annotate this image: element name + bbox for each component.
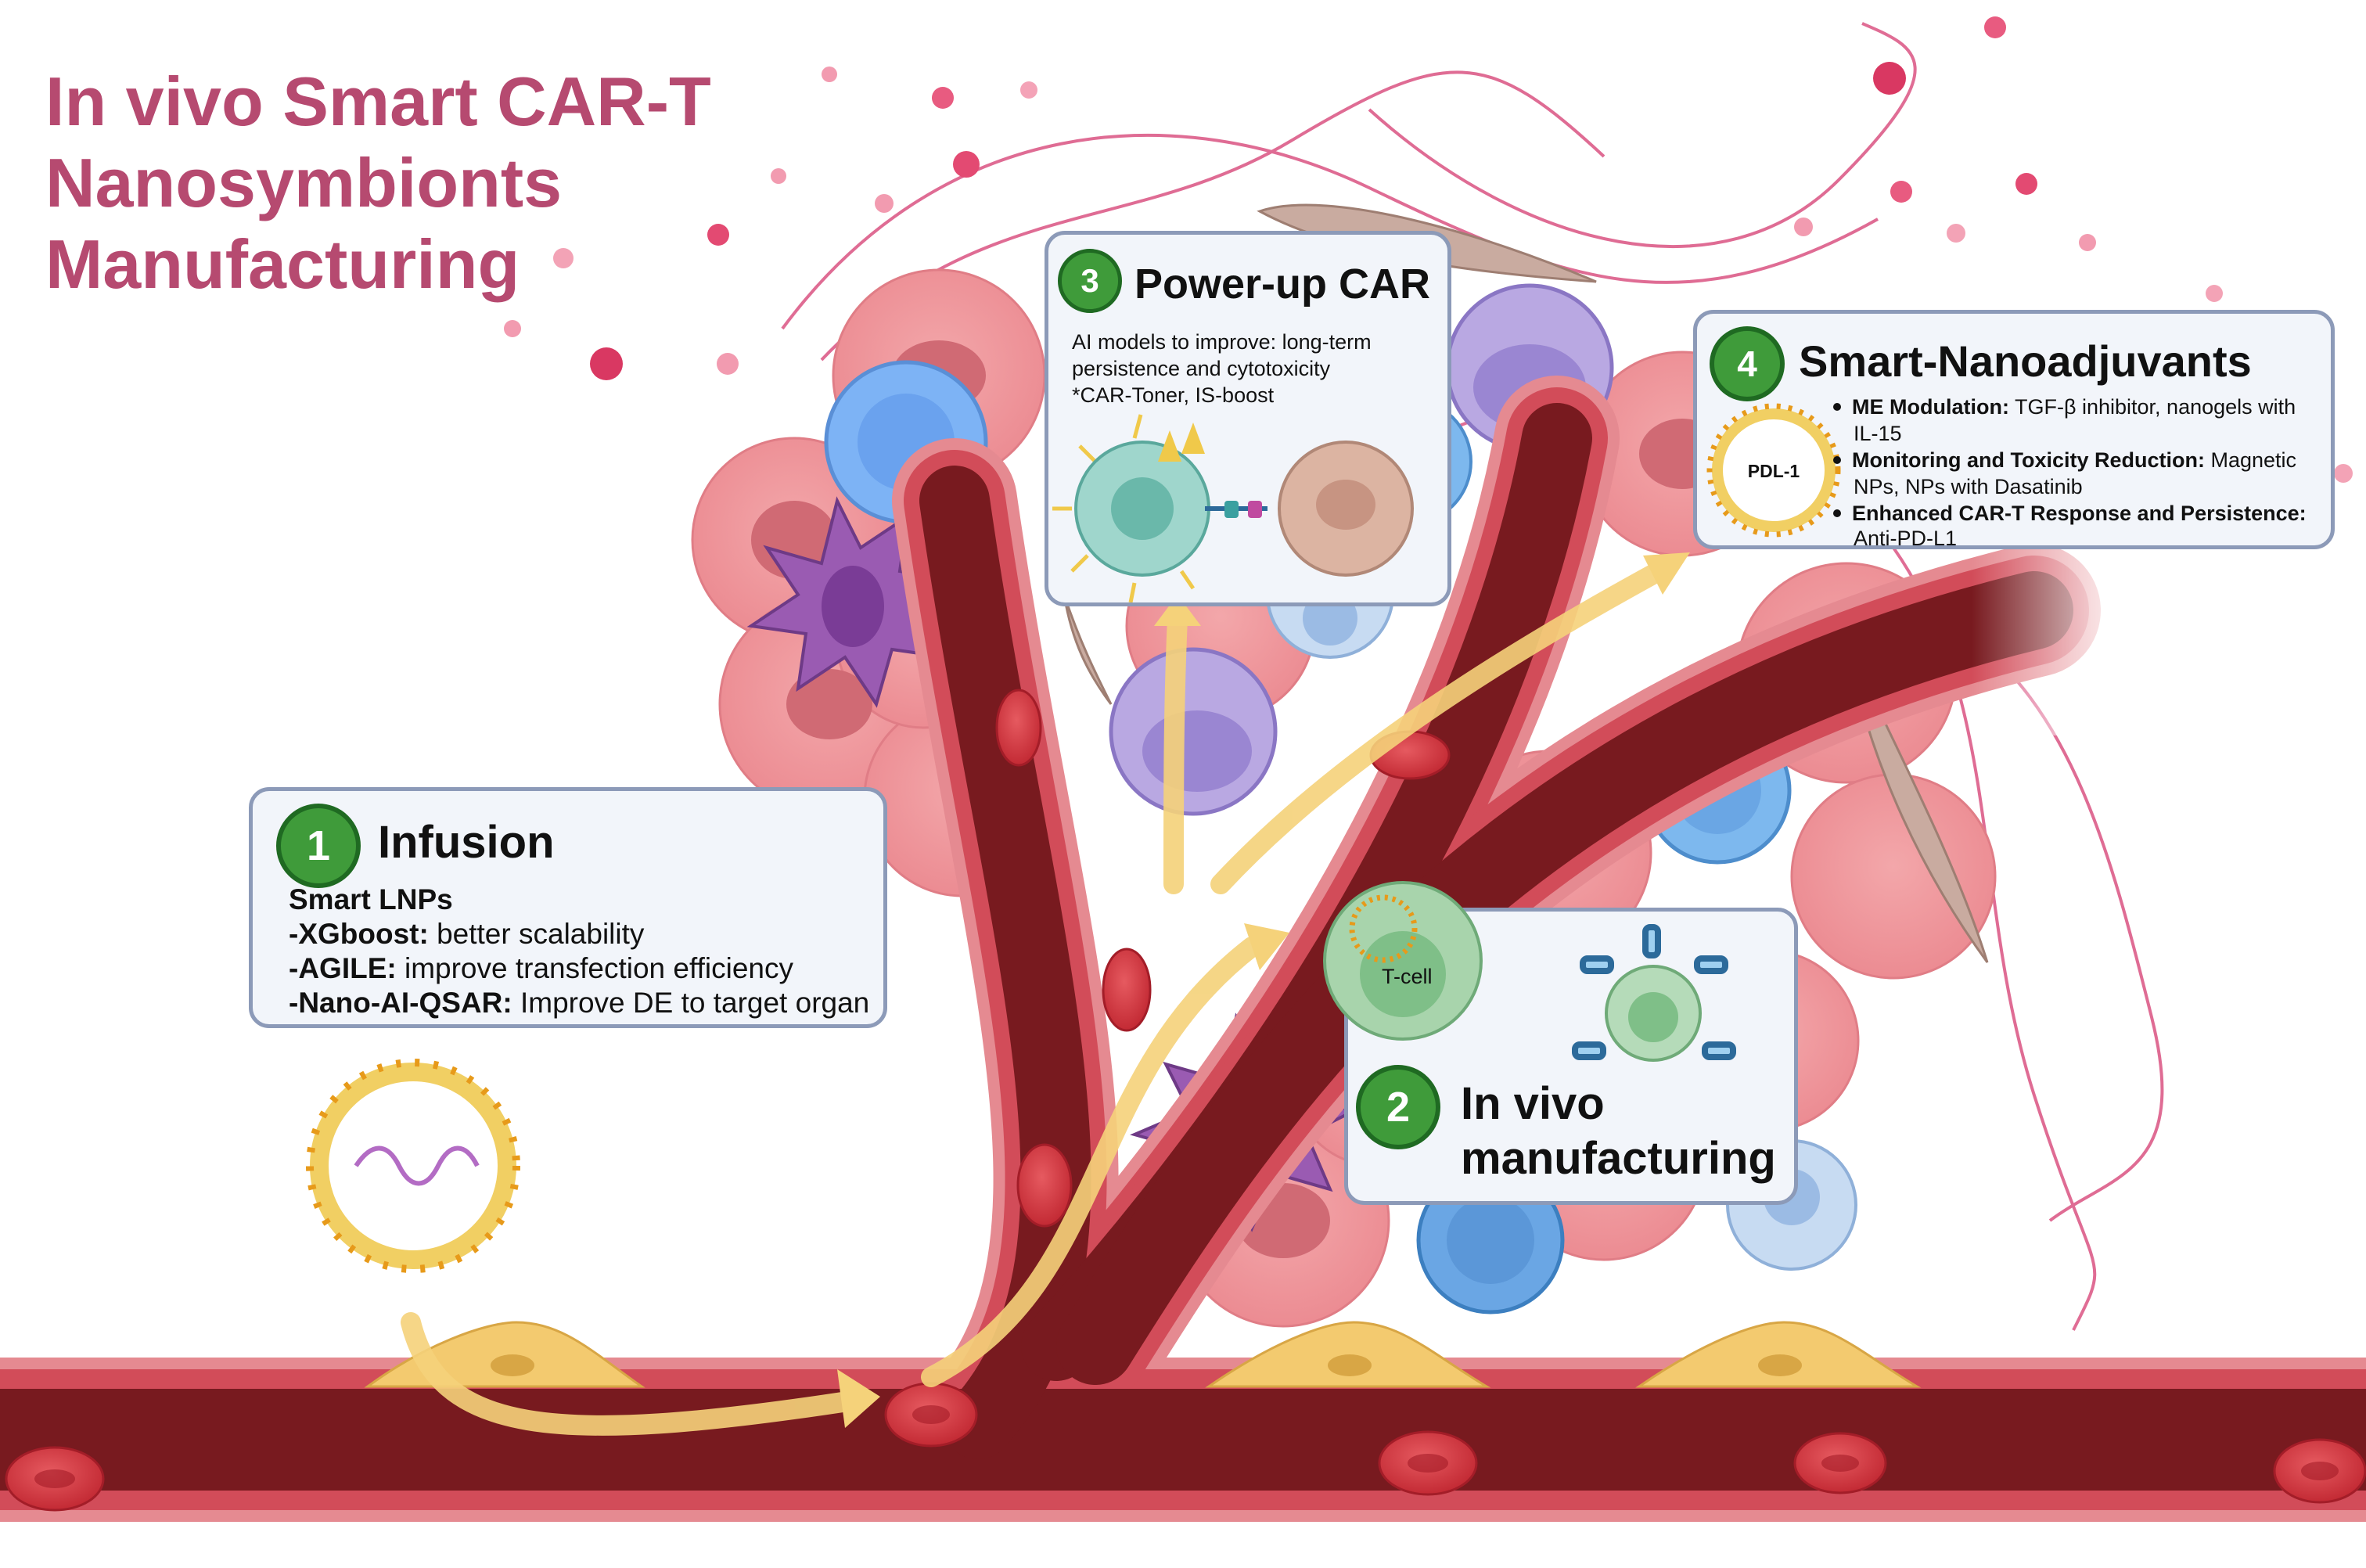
pdl1-label: PDL-1 — [1747, 461, 1800, 481]
list-item: Monitoring and Toxicity Reduction: Magne… — [1833, 448, 2296, 473]
t-cell-with-lnp: T-cell — [1322, 880, 1483, 1041]
title-line-3: Manufacturing — [45, 225, 520, 303]
step-number-badge: 2 — [1356, 1065, 1440, 1149]
list-item: Enhanced CAR-T Response and Persistence: — [1833, 502, 2307, 526]
endothelial-cells — [364, 1321, 1922, 1388]
page-title: In vivo Smart CAR-T Nanosymbionts Manufa… — [45, 61, 711, 305]
step-power-up-box: 3 Power-up CAR AI models to improve: lon… — [1045, 231, 1451, 606]
step-manufacturing-box: 2 In vivo manufacturing — [1344, 908, 1798, 1205]
step-text: *CAR-Toner, IS-boost — [1072, 383, 1275, 407]
car-t-killing-tumor-illustration — [1052, 414, 1414, 602]
step-text: persistence and cytotoxicity — [1072, 357, 1331, 380]
step-title-line-1: In vivo — [1461, 1078, 1605, 1129]
arrow-heads — [837, 552, 1690, 1428]
step-title: Smart-Nanoadjuvants — [1799, 336, 2252, 386]
list-item: ME Modulation: TGF-β inhibitor, nanogels… — [1833, 395, 2296, 419]
step-number-badge: 4 — [1710, 326, 1785, 401]
flow-arrows — [401, 561, 1669, 1436]
list-item-continued: IL-15 — [1854, 422, 1902, 445]
step-text: AI models to improve: long-term — [1072, 330, 1372, 354]
endothelial-nuclei — [491, 1354, 1802, 1376]
list-item-continued: Anti-PD-L1 — [1854, 527, 1958, 550]
title-line-2: Nanosymbionts — [45, 144, 563, 221]
pdl1-nanoparticle — [1706, 403, 1841, 538]
step-number-badge: 3 — [1058, 249, 1122, 313]
list-item: -XGboost: better scalability — [289, 918, 645, 950]
t-cell-label: T-cell — [1382, 965, 1433, 988]
step-number-badge: 1 — [276, 804, 361, 888]
step-nanoadjuvants-box: 4 Smart-Nanoadjuvants PDL-1 ME Modulatio… — [1693, 310, 2335, 550]
list-item: -Nano-AI-QSAR: Improve DE to target orga… — [289, 987, 870, 1019]
step-infusion-box: 1 Infusion Smart LNPs -XGboost: better s… — [249, 787, 887, 1028]
list-item-continued: NPs, NPs with Dasatinib — [1854, 475, 2083, 498]
lipid-nanoparticle — [306, 1059, 520, 1273]
step-title-line-2: manufacturing — [1461, 1133, 1776, 1184]
red-blood-cells — [5, 689, 2366, 1512]
title-line-1: In vivo Smart CAR-T — [45, 63, 711, 140]
step-title: Infusion — [378, 817, 555, 868]
step-title: Power-up CAR — [1134, 261, 1430, 307]
red-blood-cell-centers — [34, 1405, 2339, 1488]
car-t-cell-illustration — [1572, 924, 1736, 1062]
step-heading: Smart LNPs — [289, 883, 453, 915]
list-item: -AGILE: improve transfection efficiency — [289, 952, 793, 984]
